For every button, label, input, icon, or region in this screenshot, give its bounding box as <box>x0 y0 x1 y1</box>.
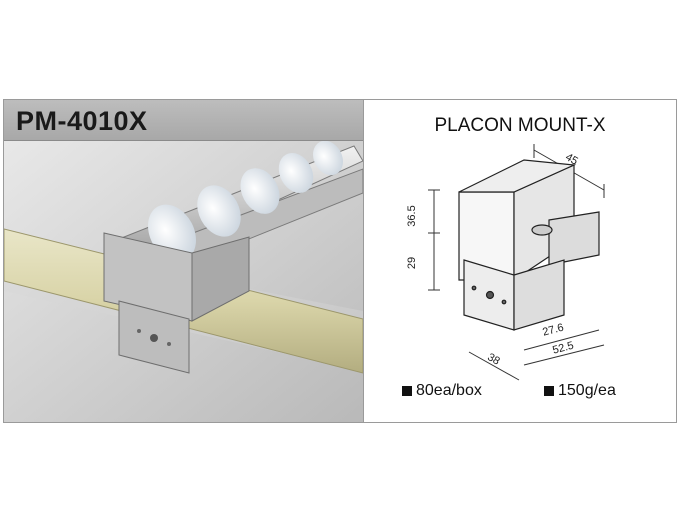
spec-quantity-label: 80ea/box <box>416 382 482 399</box>
dim-length-inner: 27.6 <box>541 322 565 339</box>
dim-depth: 38 <box>485 351 502 368</box>
technical-drawing-panel: PLACON MOUNT-X 36.5 29 45 27.6 52.5 38 <box>364 100 676 422</box>
spec-weight: 150g/ea <box>544 382 616 400</box>
product-photo <box>4 141 363 422</box>
product-title-bar: PM-4010X <box>4 100 363 141</box>
dim-width-top: 45 <box>563 151 580 168</box>
mount-part-drawing <box>458 159 600 331</box>
product-card: PM-4010X PLACON MOUNT-X 36.5 29 45 27.6 … <box>3 99 677 423</box>
product-name: PLACON MOUNT-X <box>434 115 606 136</box>
dim-height-upper: 36.5 <box>406 205 418 226</box>
product-photo-panel: PM-4010X <box>4 100 364 422</box>
spec-weight-label: 150g/ea <box>558 382 616 399</box>
bullet-square-icon <box>402 386 412 396</box>
dim-length-outer: 52.5 <box>551 340 575 357</box>
dim-height-lower: 29 <box>406 257 418 269</box>
dimension-drawing: 36.5 29 45 27.6 52.5 38 <box>406 144 605 381</box>
bullet-square-icon <box>544 386 554 396</box>
product-code: PM-4010X <box>16 106 148 136</box>
spec-quantity: 80ea/box <box>402 382 482 400</box>
